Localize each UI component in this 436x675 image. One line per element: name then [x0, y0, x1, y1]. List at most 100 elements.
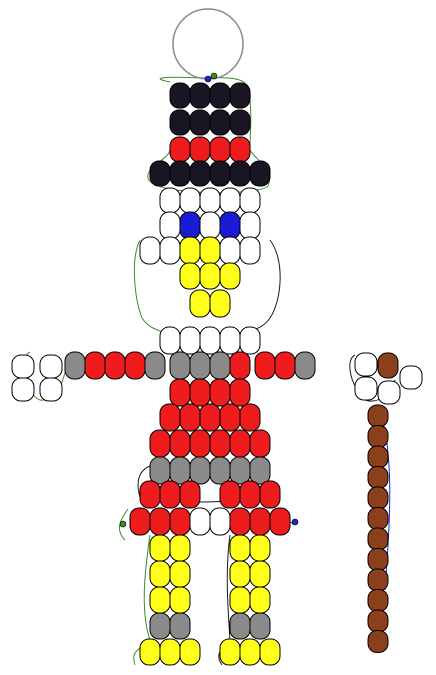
- bead-brown: [367, 589, 389, 612]
- bead-white: [239, 326, 261, 355]
- thread-line: [133, 239, 171, 336]
- bead-gray: [249, 612, 271, 640]
- bead-red: [239, 403, 261, 432]
- bead-yellow: [249, 586, 271, 614]
- bead-black: [169, 109, 191, 136]
- bead-white: [239, 236, 261, 265]
- bead-yellow: [249, 560, 271, 588]
- bead-white: [354, 352, 378, 377]
- bead-red: [104, 351, 126, 380]
- bead-brown: [367, 425, 389, 448]
- bead-red: [229, 136, 251, 163]
- bead-white: [11, 377, 35, 402]
- bead-white: [159, 187, 181, 214]
- bead-brown: [367, 507, 389, 530]
- bead-gray: [209, 456, 231, 485]
- bead-black: [189, 160, 211, 187]
- bead-red: [209, 429, 231, 458]
- bead-white: [199, 187, 221, 214]
- bead-brown: [367, 404, 389, 428]
- bead-black: [189, 82, 211, 109]
- bead-black: [249, 160, 271, 187]
- bead-brown: [367, 445, 389, 469]
- bead-gray: [149, 456, 171, 485]
- bead-red: [229, 351, 251, 380]
- bead-white: [11, 354, 35, 379]
- bead-gray: [169, 456, 191, 485]
- bead-brown: [367, 609, 389, 633]
- bead-red: [259, 480, 281, 509]
- bead-brown: [367, 466, 389, 489]
- bead-yellow: [149, 560, 171, 588]
- bead-gray: [169, 351, 191, 380]
- bead-white: [179, 187, 201, 214]
- bead-yellow: [259, 638, 281, 666]
- bead-yellow: [149, 586, 171, 614]
- bead-gray: [229, 456, 251, 485]
- bead-gray: [294, 351, 316, 380]
- bead-yellow: [199, 236, 221, 265]
- bead-yellow: [229, 586, 251, 614]
- bead-brown: [367, 568, 389, 592]
- bead-yellow: [169, 560, 191, 588]
- bead-gray: [169, 612, 191, 640]
- bead-yellow: [219, 262, 241, 290]
- bead-gray: [144, 351, 166, 380]
- bead-red: [219, 403, 241, 432]
- bead-black: [229, 82, 251, 109]
- hanging-ring: [172, 8, 244, 80]
- bead-yellow: [179, 262, 201, 290]
- bead-black: [209, 160, 231, 187]
- thread-overlay: [119, 8, 299, 528]
- bead-red: [209, 378, 231, 407]
- bead-black: [209, 82, 231, 109]
- bead-white: [239, 187, 261, 214]
- bead-brown: [367, 630, 389, 653]
- bead-brown: [367, 486, 389, 510]
- bead-red: [199, 403, 221, 432]
- bead-red: [249, 429, 271, 458]
- bead-red: [189, 378, 211, 407]
- bead-yellow: [149, 534, 171, 562]
- bead-white: [199, 211, 221, 240]
- bead-white: [209, 507, 231, 536]
- bead-red: [229, 507, 251, 536]
- thread-knot: [119, 520, 127, 528]
- bead-yellow: [179, 638, 201, 666]
- bead-white: [159, 236, 181, 265]
- bead-yellow: [169, 534, 191, 562]
- bead-white: [159, 211, 181, 240]
- bead-yellow: [179, 236, 201, 265]
- bead-red: [169, 429, 191, 458]
- bead-yellow: [139, 638, 161, 666]
- bead-red: [209, 136, 231, 163]
- bead-yellow: [239, 638, 261, 666]
- bead-red: [179, 480, 201, 509]
- bead-red: [254, 351, 276, 380]
- bead-black: [209, 109, 231, 136]
- bead-red: [219, 480, 241, 509]
- thread-line: [218, 534, 231, 666]
- bead-red: [249, 507, 271, 536]
- bead-yellow: [229, 560, 251, 588]
- bead-red: [229, 378, 251, 407]
- bead-yellow: [249, 534, 271, 562]
- bead-yellow: [229, 534, 251, 562]
- bead-black: [149, 160, 171, 187]
- bead-white: [139, 236, 161, 265]
- bead-brown: [377, 352, 399, 379]
- bead-white: [377, 380, 401, 405]
- thread-knot: [204, 75, 212, 83]
- bead-red: [229, 429, 251, 458]
- bead-white: [39, 354, 63, 379]
- bead-red: [169, 507, 191, 536]
- bead-red: [169, 378, 191, 407]
- thread-line: [133, 534, 151, 666]
- bead-red: [189, 429, 211, 458]
- bead-red: [159, 480, 181, 509]
- bead-red: [189, 136, 211, 163]
- bead-white: [399, 365, 423, 390]
- bead-yellow: [169, 586, 191, 614]
- bead-gray: [64, 351, 86, 380]
